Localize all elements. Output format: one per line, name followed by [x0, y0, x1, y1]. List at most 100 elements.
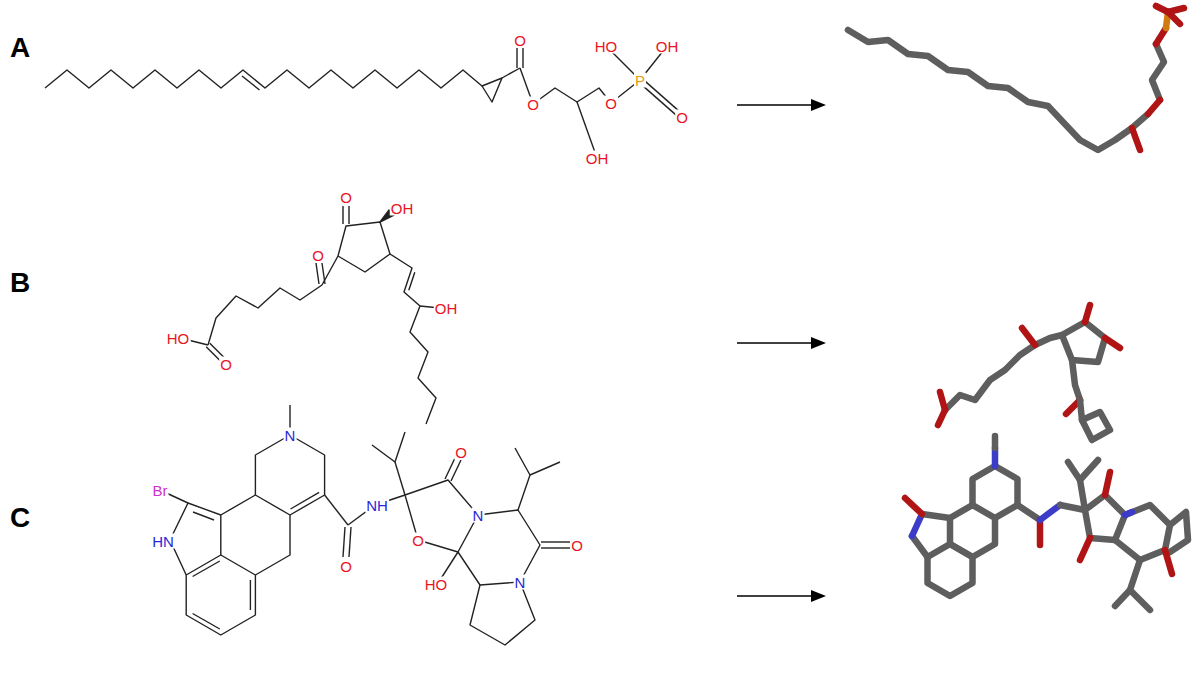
stick-model-a: [848, 30, 1148, 150]
structure-c: [193, 614, 220, 630]
stick-model-b: [945, 335, 1062, 410]
atom-label: N: [472, 508, 485, 523]
stick-model-c: [1068, 462, 1085, 510]
atom-label: O: [339, 190, 353, 205]
arrows: [811, 337, 826, 349]
stick-model-a: [1152, 44, 1164, 100]
stick-model-a: [1132, 128, 1140, 150]
arrows: [737, 104, 816, 106]
structure-a: [45, 46, 684, 158]
atom-label: HO: [424, 577, 449, 592]
structure-b: [322, 263, 325, 284]
structure-c: [186, 555, 255, 635]
structure-a: [502, 68, 520, 78]
stick-model-b: [1062, 322, 1105, 362]
stick-model-c: [905, 498, 922, 514]
atom-label: O: [411, 533, 425, 548]
stick-model-c: [1080, 460, 1098, 480]
panel-letter: B: [10, 269, 30, 297]
stick-model-b: [1082, 412, 1110, 440]
structure-b: [208, 285, 322, 345]
stick-model-c: [1115, 505, 1170, 560]
structure-c: [395, 462, 405, 495]
stick-model-c: [1085, 495, 1125, 540]
structure-c: [162, 405, 570, 645]
structure-a: [516, 48, 517, 68]
structure-c: [250, 580, 251, 610]
structure-c: [193, 512, 214, 520]
arrows: [737, 595, 816, 597]
structure-b: [409, 272, 415, 290]
stick-model-c: [1080, 538, 1090, 560]
structure-c: [470, 582, 535, 645]
stick-model-c: [1165, 550, 1172, 574]
atom-label: O: [339, 559, 353, 574]
atom-label: O: [675, 110, 689, 125]
stick-model-c: [1018, 505, 1041, 520]
stick-model-b: [1080, 400, 1082, 420]
atom-label: O: [311, 248, 325, 263]
structure-c: [325, 495, 348, 525]
arrows: [811, 590, 826, 602]
structure-b: [180, 206, 440, 424]
stick-model-c: [905, 436, 1188, 610]
arrows: [737, 342, 816, 344]
structure-c: [255, 435, 324, 515]
structure-c: [221, 495, 290, 575]
structure-b: [390, 254, 420, 306]
stick-model-b: [938, 305, 1120, 440]
stick-model-b: [1072, 360, 1080, 400]
structure-a: [482, 78, 502, 102]
structure-c: [541, 547, 570, 548]
structure-c: [343, 527, 345, 557]
structure-b: [342, 206, 343, 224]
structure-c: [349, 527, 351, 557]
atom-label: OH: [585, 151, 610, 166]
structure-c: [405, 480, 478, 552]
atom-label: O: [526, 97, 540, 112]
structure-a: [533, 80, 640, 104]
atom-label: O: [570, 538, 584, 553]
stick-model-a: [1168, 12, 1180, 24]
atom-label: N: [284, 428, 297, 443]
panel-letter: A: [10, 34, 30, 62]
stick-model-b: [940, 392, 945, 410]
atom-label: O: [513, 33, 527, 48]
stick-model-c: [950, 505, 995, 557]
structure-c: [530, 462, 560, 475]
stick-model-c: [912, 536, 928, 557]
structure-c: [170, 503, 221, 575]
atom-label: OH: [434, 301, 459, 316]
structure-c: [515, 448, 530, 510]
stick-model-c: [912, 514, 922, 536]
structure-b: [348, 206, 349, 224]
structure-a: [242, 76, 260, 90]
atom-label: HO: [166, 331, 191, 346]
stick-model-c: [1125, 512, 1132, 515]
atom-label: O: [604, 96, 618, 111]
atom-label: P: [634, 73, 646, 88]
atom-label: OH: [390, 201, 415, 216]
structure-c: [451, 460, 461, 481]
atom-label: HN: [151, 534, 175, 549]
arrows: [811, 99, 826, 111]
stick-model-c: [1037, 520, 1044, 545]
stick-model-c: [1105, 472, 1110, 495]
stick-model-c: [973, 466, 1018, 518]
structure-c: [291, 492, 320, 509]
structure-c: [458, 510, 540, 585]
atom-label: NH: [365, 498, 389, 513]
stick-model-b: [1085, 305, 1090, 322]
atom-label: HO: [594, 39, 619, 54]
stick-model-c: [992, 436, 999, 448]
atom-label: O: [219, 357, 233, 372]
stick-model-b: [1105, 338, 1120, 348]
structure-a: [45, 70, 482, 88]
stick-model-c: [922, 514, 950, 518]
atom-label: N: [514, 575, 527, 590]
atom-label: OH: [655, 39, 680, 54]
panel-letter: C: [10, 504, 30, 532]
stick-model-c: [1040, 505, 1060, 520]
